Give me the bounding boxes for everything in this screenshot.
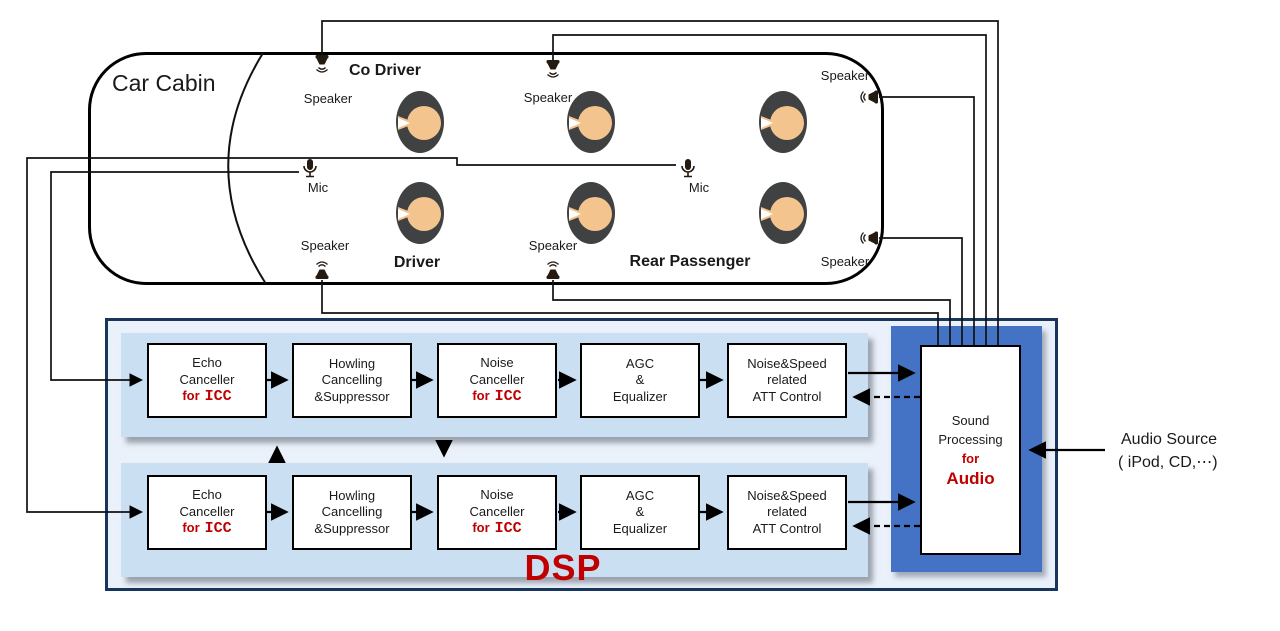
block-line: & [635,504,645,520]
speaker-label-front-bottom: Speaker [300,238,350,253]
audio-source-title: Audio Source [1121,431,1218,448]
speaker-label-rear-right: Speaker [820,254,870,269]
sound-processing-block: Sound Processing for Audio [920,345,1021,555]
sound-processing-line1: Sound [951,413,990,428]
sound-processing-for: for [961,451,980,466]
block-line: AGC [625,355,655,371]
audio-source-subtitle: ( iPod, CD,⋯) [1118,454,1218,471]
speaker-label-front-top: Speaker [303,91,353,106]
block-agc-equalizer-bottom: AGC&Equalizer [580,475,700,550]
block-line: Equalizer [612,388,668,404]
block-line: Noise [480,487,514,503]
block-line: Echo [192,355,222,371]
wire-front-right-speaker [879,96,975,345]
speaker-label-center-top: Speaker [523,90,573,105]
block-line: & [635,372,645,388]
block-line: Noise&Speed [747,355,827,371]
rear-passenger-label: Rear Passenger [629,253,751,270]
block-line: Cancelling [321,372,383,388]
block-line: ATT Control [752,520,822,536]
sound-processing-audio: Audio [946,469,995,488]
co-driver-label: Co Driver [348,62,422,79]
block-line: Canceller [469,371,525,387]
dsp-title: DSP [524,547,602,588]
car-cabin-title: Car Cabin [112,70,216,96]
block-agc-equalizer-top: AGC&Equalizer [580,343,700,418]
block-line: &Suppressor [314,520,390,536]
block-line: Noise [480,355,514,371]
block-line: ATT Control [752,388,822,404]
block-line: Echo [192,487,222,503]
block-line: Howling [328,487,376,503]
speaker-label-front-right: Speaker [820,68,870,83]
block-line: related [767,504,807,520]
mic-label-rear: Mic [688,180,710,195]
block-line: related [767,372,807,388]
mic-label-front: Mic [307,180,329,195]
block-line: Cancelling [321,504,383,520]
block-line: Howling [328,355,376,371]
driver-label: Driver [393,254,441,271]
block-line: Noise&Speed [747,487,827,503]
block-line: Canceller [469,503,525,519]
block-line: &Suppressor [314,388,390,404]
block-line: Canceller [179,503,235,519]
block-line: Canceller [179,371,235,387]
block-line: Equalizer [612,520,668,536]
block-line: AGC [625,487,655,503]
speaker-label-rear-bottom: Speaker [528,238,578,253]
sound-processing-line2: Processing [938,432,1003,447]
